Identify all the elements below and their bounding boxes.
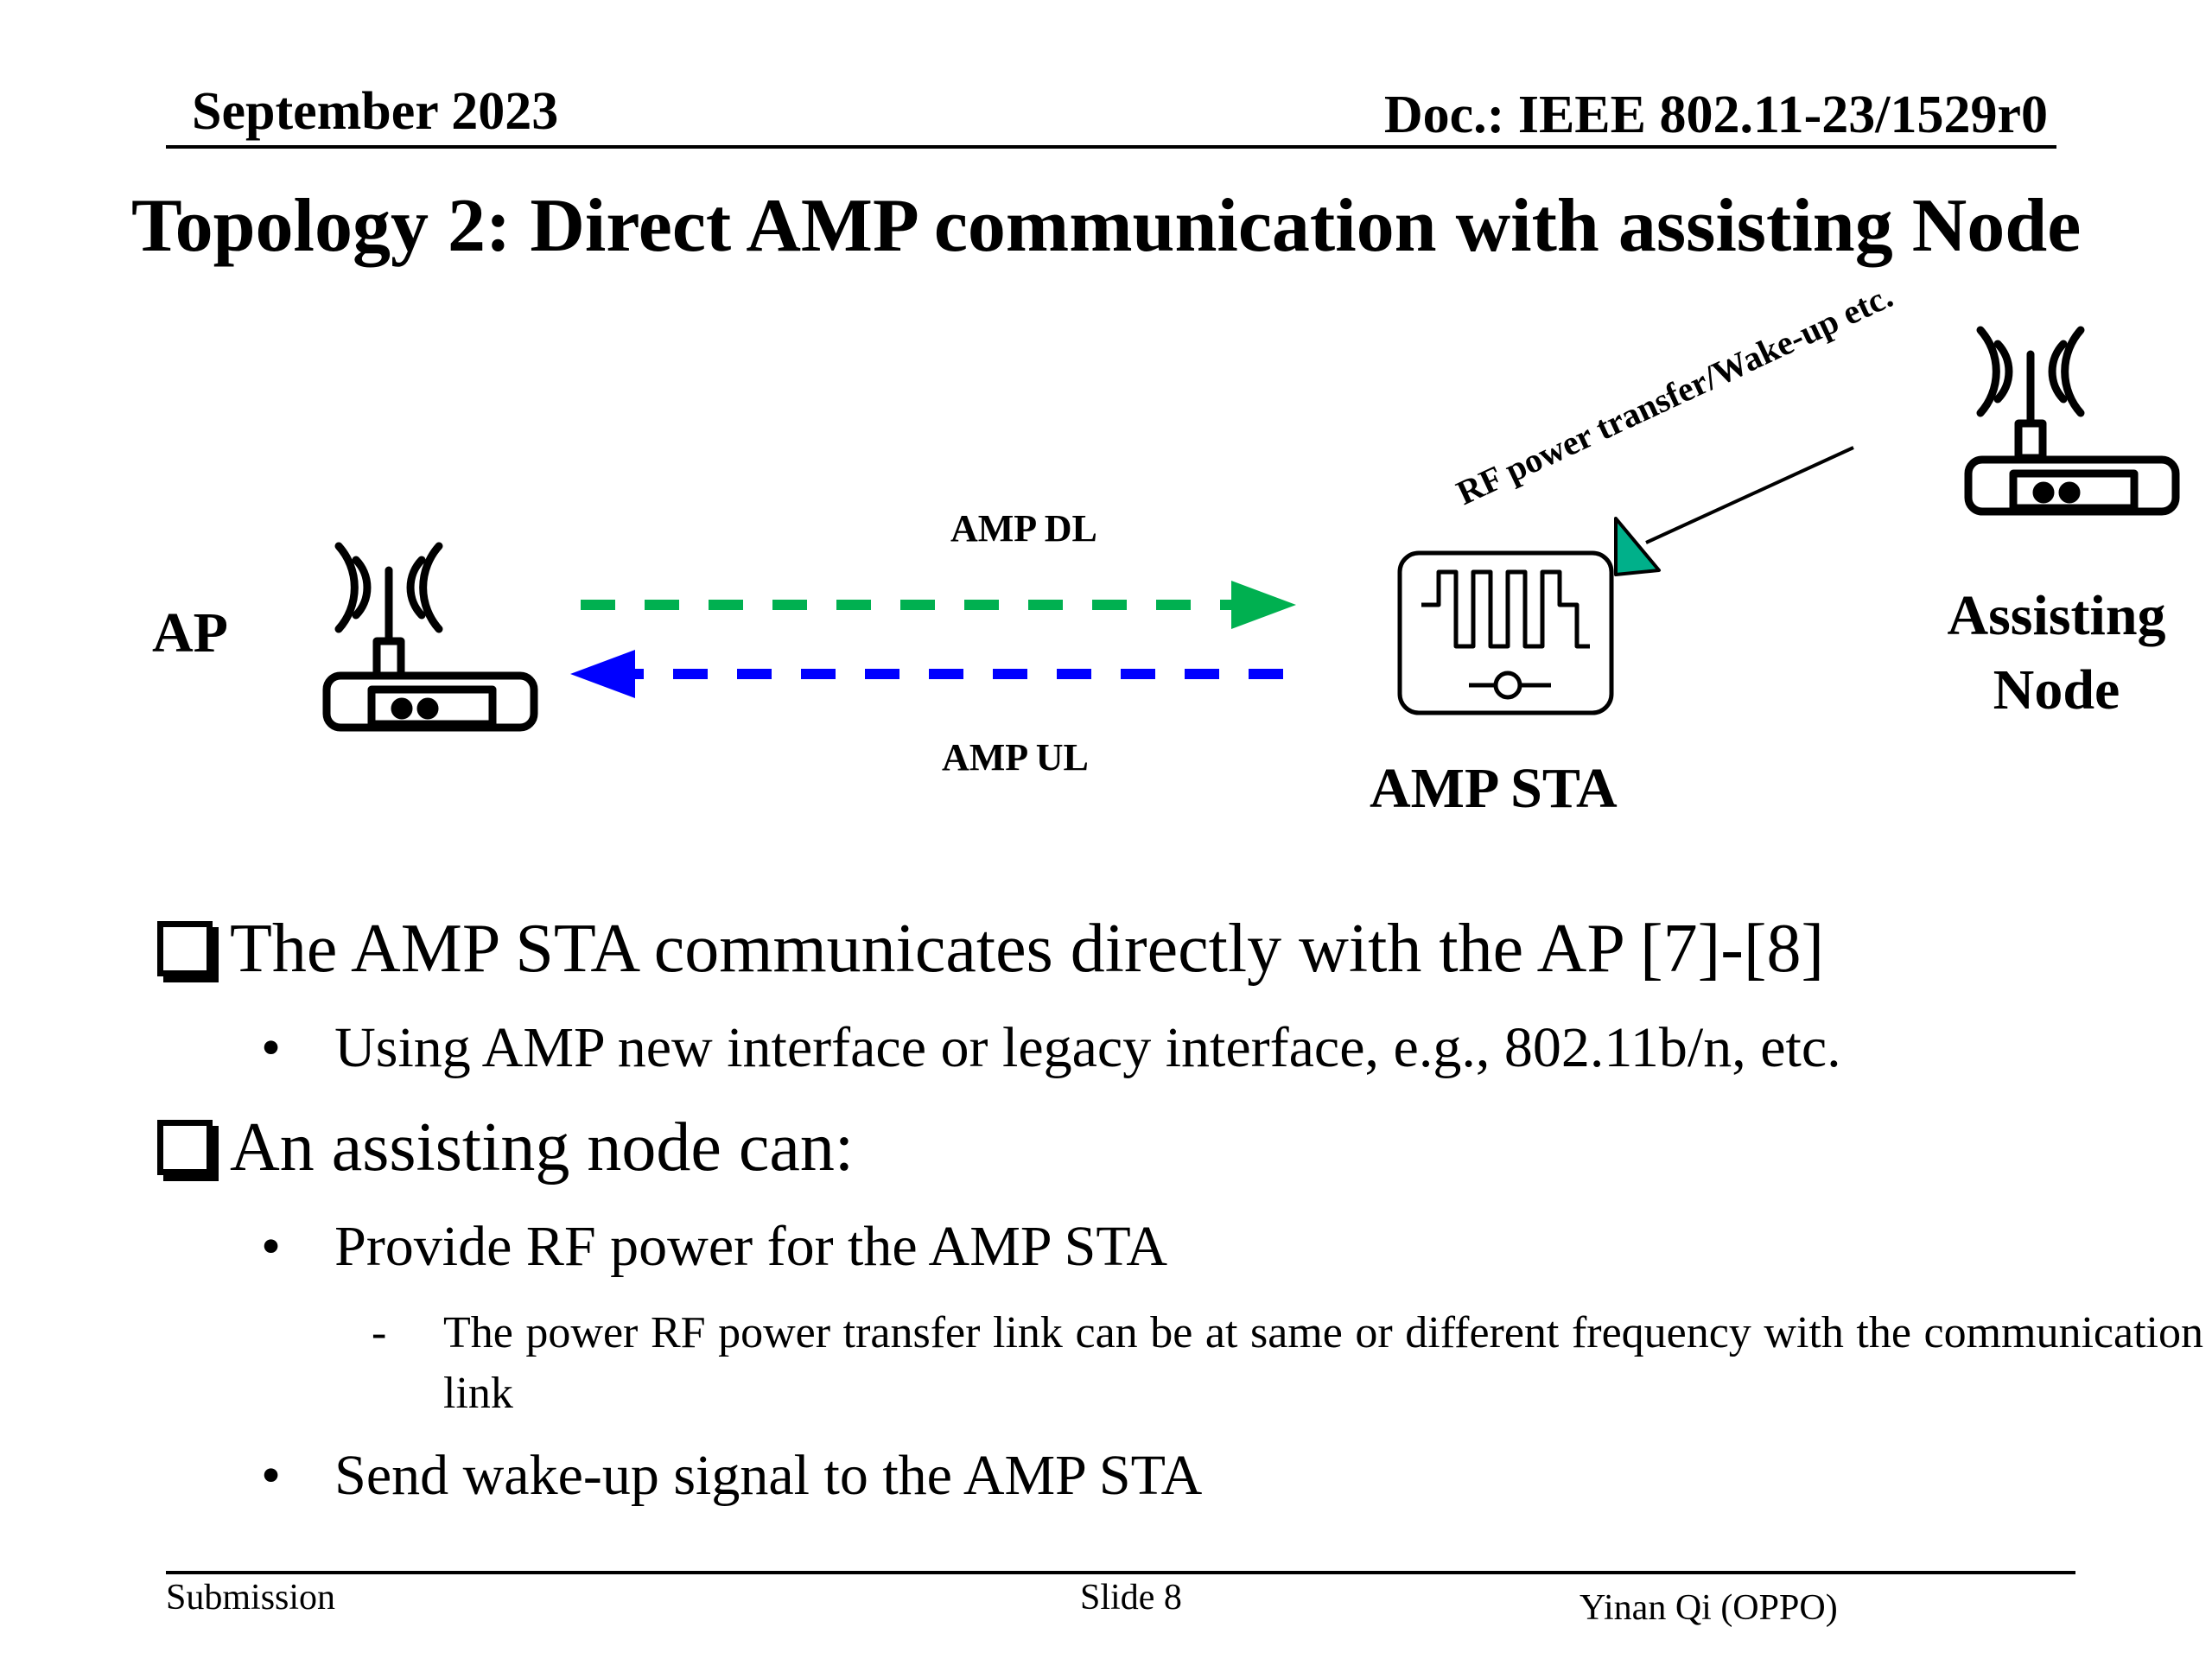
assisting-node-label-line2: Node: [1993, 658, 2120, 721]
amp-dl-label: AMP DL: [950, 507, 1097, 550]
bullet-2-sub-1-dash-text: The power RF power transfer link can be …: [443, 1308, 2203, 1418]
dash-bullet-icon: -: [372, 1308, 387, 1357]
assisting-node-router-icon: [1964, 326, 2180, 516]
bullet-dot-icon: •: [261, 1215, 282, 1278]
footer-author: Yinan Qi (OPPO): [1580, 1588, 1838, 1628]
amp-sta-label: AMP STA: [1370, 757, 1618, 820]
checkbox-bullet-icon: [157, 1119, 213, 1175]
bullet-2-text: An assisting node can:: [230, 1109, 855, 1185]
ap-router-icon: [322, 542, 538, 732]
amp-ul-label: AMP UL: [942, 736, 1089, 779]
bullet-dot-icon: •: [261, 1016, 282, 1079]
bullet-2: An assisting node can:: [157, 1113, 854, 1182]
bullet-1-sub-1-text: Using AMP new interface or legacy interf…: [334, 1016, 1841, 1079]
bullet-dot-icon: •: [261, 1444, 282, 1507]
amp-dl-arrow: [581, 581, 1296, 629]
bullet-1-sub-1: •Using AMP new interface or legacy inter…: [261, 1020, 1841, 1077]
header-rule: [166, 145, 2056, 149]
footer-rule: [166, 1571, 2075, 1574]
bullet-1: The AMP STA communicates directly with t…: [157, 914, 1824, 983]
page-title: Topology 2: Direct AMP communication wit…: [131, 184, 2082, 268]
bullet-2-sub-2-text: Send wake-up signal to the AMP STA: [334, 1444, 1203, 1507]
bullet-1-text: The AMP STA communicates directly with t…: [230, 911, 1825, 987]
assisting-node-label: Assisting Node: [1927, 579, 2186, 728]
bullet-2-sub-2: • Send wake-up signal to the AMP STA: [261, 1447, 1202, 1504]
bullet-2-sub-1: • Provide RF power for the AMP STA: [261, 1218, 1167, 1275]
checkbox-bullet-icon: [157, 920, 213, 976]
bullet-2-sub-1-dash: - The power RF power transfer link can b…: [372, 1303, 2203, 1424]
header-doc: Doc.: IEEE 802.11-23/1529r0: [1383, 86, 2048, 144]
footer-slide-number: Slide 8: [1080, 1578, 1182, 1618]
bullet-2-sub-1-text: Provide RF power for the AMP STA: [334, 1215, 1168, 1278]
amp-sta-device-icon: [1397, 550, 1614, 715]
assisting-node-label-line1: Assisting: [1947, 584, 2166, 647]
ap-label: AP: [152, 601, 228, 664]
footer-submission: Submission: [166, 1578, 336, 1618]
header-date: September 2023: [192, 82, 559, 141]
amp-ul-arrow: [570, 650, 1283, 698]
rf-power-arrow: [1614, 446, 1854, 576]
